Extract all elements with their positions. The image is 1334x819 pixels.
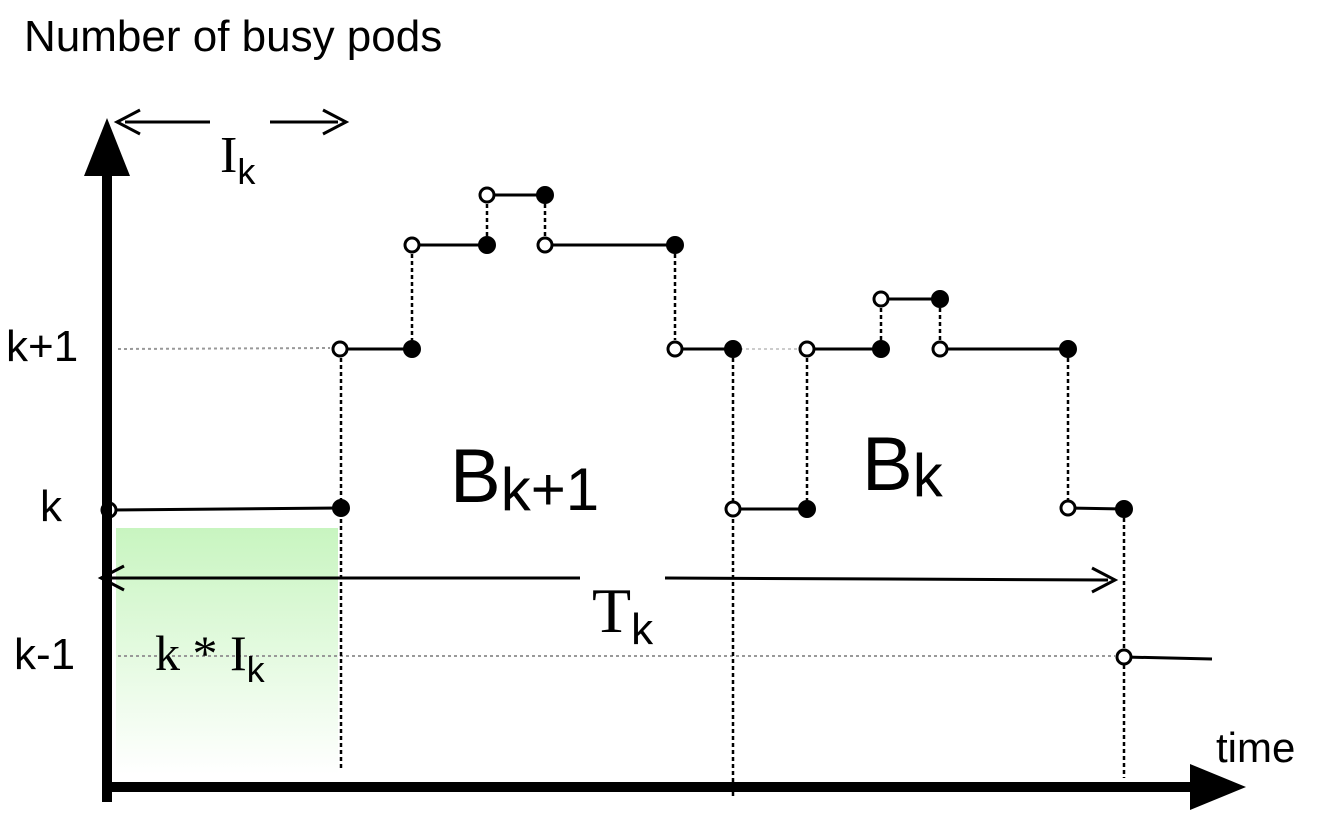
x-axis: [103, 764, 1246, 810]
open-marker: [536, 236, 554, 254]
busy-period-k-plus-1-label: Bk+1: [450, 434, 599, 523]
filled-marker: [872, 340, 890, 358]
open-marker: [666, 340, 684, 358]
y-tick-k-minus-1: k-1: [14, 630, 75, 679]
step-segments: [108, 193, 1213, 661]
period-arrow: [97, 564, 1119, 594]
open-marker: [724, 500, 742, 518]
open-marker: [872, 290, 890, 308]
filled-marker: [666, 236, 684, 254]
y-tick-k-plus-1: k+1: [6, 322, 78, 371]
open-marker: [403, 236, 421, 254]
y-axis-arrowhead: [84, 118, 130, 176]
filled-markers: [332, 186, 1133, 518]
open-marker: [1059, 499, 1077, 517]
y-tick-k: k: [40, 482, 63, 531]
filled-marker: [478, 236, 496, 254]
filled-marker: [724, 340, 742, 358]
open-marker: [478, 186, 496, 204]
guide-k-plus-1: [117, 347, 331, 350]
open-marker: [331, 340, 349, 358]
open-marker: [931, 340, 949, 358]
idle-area-shading: [116, 528, 338, 774]
x-axis-arrowhead: [1190, 764, 1246, 810]
idle-interval-label: Ik: [220, 127, 256, 192]
y-axis: [84, 118, 130, 802]
filled-marker: [1115, 500, 1133, 518]
area-label: k * Ik: [155, 625, 266, 690]
filled-marker: [332, 499, 350, 517]
filled-marker: [403, 340, 421, 358]
filled-marker: [931, 290, 949, 308]
busy-period-k-label: Bk: [862, 422, 944, 509]
filled-marker: [536, 186, 554, 204]
transition-lines: [339, 204, 1126, 798]
guide-lines: [117, 347, 1115, 657]
filled-marker: [1059, 340, 1077, 358]
open-marker: [1115, 648, 1133, 666]
filled-marker: [798, 500, 816, 518]
period-label: Tk: [592, 575, 654, 654]
x-axis-label: time: [1216, 724, 1295, 771]
y-axis-title: Number of busy pods: [24, 12, 442, 61]
idle-interval-arrow: [113, 108, 350, 136]
open-marker: [798, 340, 816, 358]
